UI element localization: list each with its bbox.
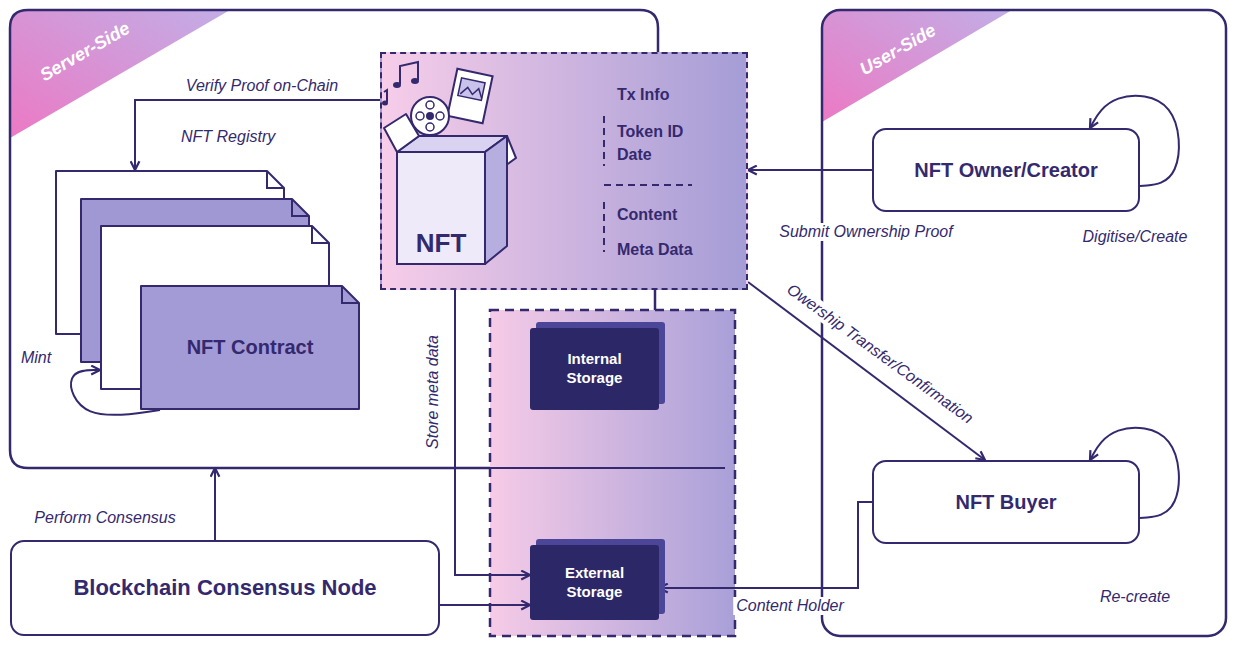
box-front	[397, 152, 485, 264]
edge-label: Store meta data	[424, 332, 442, 452]
music-note	[400, 62, 418, 84]
side-tag-band	[822, 10, 1012, 122]
field-label: Date	[617, 145, 652, 165]
node-title: Blockchain Consensus Node	[73, 575, 376, 601]
field-label: NFT	[397, 229, 485, 257]
storage-block: External Storage	[530, 545, 659, 620]
side-tag-band	[10, 10, 230, 138]
film-reel	[426, 123, 434, 131]
box-flap	[384, 114, 419, 152]
contract-stack: NFT Contract	[55, 170, 360, 410]
film-reel	[416, 112, 424, 120]
edge-label: Content Holder	[733, 597, 847, 615]
document-page	[141, 286, 359, 409]
node-title: NFT Buyer	[955, 491, 1056, 514]
contract-pages	[55, 170, 360, 410]
field-label: Token ID	[617, 122, 683, 142]
connector-arrow	[455, 290, 530, 575]
music-note	[382, 101, 388, 106]
connector-arrow	[659, 502, 872, 588]
edge-label: Submit Ownership Proof	[776, 223, 955, 241]
annotation-label: NFT Registry	[178, 128, 278, 146]
field-label: Content	[617, 205, 677, 225]
storage-block: Internal Storage	[530, 328, 659, 410]
process-box: Blockchain Consensus Node	[10, 540, 440, 636]
side-tag: Server-Side	[36, 18, 133, 86]
dashed-separator	[604, 116, 692, 252]
music-note	[393, 82, 401, 88]
page-fold	[312, 226, 329, 243]
field-label: Meta Data	[617, 240, 693, 260]
box-side	[485, 136, 507, 264]
side-panel: NFT Owner/CreatorNFT Buyer User-Side	[822, 10, 1226, 636]
picture-card	[458, 78, 485, 101]
node-title: Internal Storage	[544, 350, 645, 388]
nft-box: NFT Tx InfoToken ID DateContentMeta Data	[380, 52, 748, 290]
process-box: NFT Buyer	[872, 460, 1140, 544]
connector-arrow	[748, 282, 985, 460]
connector-arrow	[214, 468, 216, 540]
film-reel	[411, 97, 449, 135]
node-title: External Storage	[544, 564, 645, 602]
music-note	[384, 90, 387, 102]
edge-label: Re-create	[1097, 588, 1173, 606]
panel-outline	[822, 10, 1226, 636]
edge-label: Digitise/Create	[1080, 228, 1191, 246]
connector-arrow	[440, 604, 530, 606]
film-reel	[426, 112, 434, 120]
node-title: NFT Owner/Creator	[914, 159, 1097, 182]
edge-label: Perform Consensus	[31, 509, 178, 527]
side-tag: User-Side	[856, 20, 939, 80]
node-title: NFT Contract	[140, 285, 360, 410]
picture-card	[460, 85, 483, 98]
process-box: NFT Owner/Creator	[872, 128, 1140, 212]
music-note	[411, 78, 419, 84]
page-fold	[292, 199, 309, 216]
connector-arrow	[748, 169, 872, 171]
picture-card	[447, 69, 492, 123]
edge-label: Owership Transfer/Confirmation	[781, 279, 979, 430]
edge-label: Mint	[18, 349, 54, 367]
edge-label: Verify Proof on-Chain	[183, 77, 341, 95]
film-reel	[426, 101, 434, 109]
page-fold	[342, 286, 359, 303]
page-fold	[267, 171, 284, 188]
panel-outline	[654, 290, 657, 310]
film-reel	[436, 112, 444, 120]
field-label: Tx Info	[617, 85, 669, 105]
storage-divider	[470, 467, 725, 469]
connector-arrow	[135, 100, 380, 170]
